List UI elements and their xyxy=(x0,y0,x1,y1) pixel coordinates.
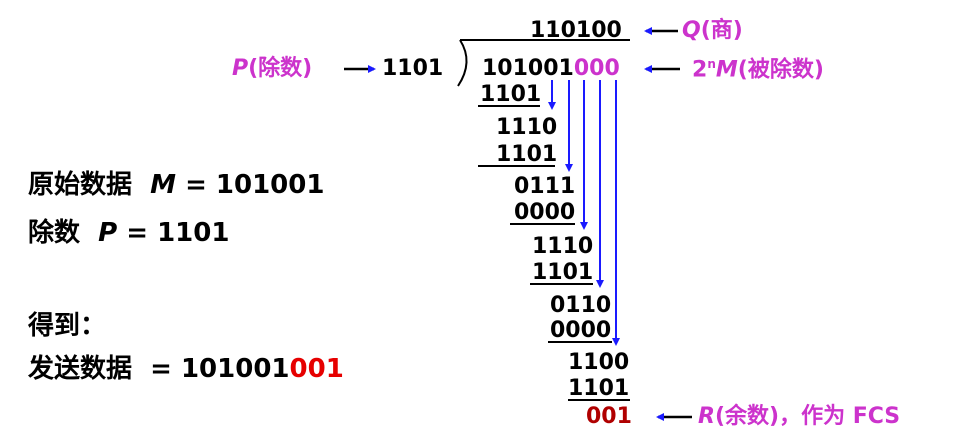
quotient-value: 110100 xyxy=(530,18,622,43)
divisor-value: 1101 xyxy=(382,56,444,81)
remainder-label: R(余数)，作为 FCS xyxy=(698,404,901,429)
step-row: 1101 xyxy=(480,82,542,107)
divisor-line: 除数 P = 1101 xyxy=(28,218,230,248)
step-row: 0000 xyxy=(550,318,612,343)
step-row: 1101 xyxy=(568,376,630,401)
divisor-label: P(除数) xyxy=(232,56,313,81)
send-data-line: 发送数据 = 101001001 xyxy=(28,354,344,384)
step-row: 0110 xyxy=(550,293,612,318)
division-bracket xyxy=(457,39,468,87)
dividend-label: 2nM(被除数) xyxy=(692,57,824,83)
step-row: 1100 xyxy=(568,350,630,375)
step-row: 1101 xyxy=(532,260,594,285)
step-row: 1101 xyxy=(496,142,558,167)
result-label: 得到： xyxy=(28,311,107,341)
step-row: 1110 xyxy=(496,115,558,140)
step-row: 0111 xyxy=(514,174,576,199)
quotient-label: Q(商) xyxy=(682,18,743,43)
step-row: 1110 xyxy=(532,234,594,259)
step-row: 0000 xyxy=(514,200,576,225)
original-data-line: 原始数据 M = 101001 xyxy=(28,170,325,200)
dividend-value: 101001000 xyxy=(482,56,620,81)
remainder-value: 001 xyxy=(586,404,632,429)
